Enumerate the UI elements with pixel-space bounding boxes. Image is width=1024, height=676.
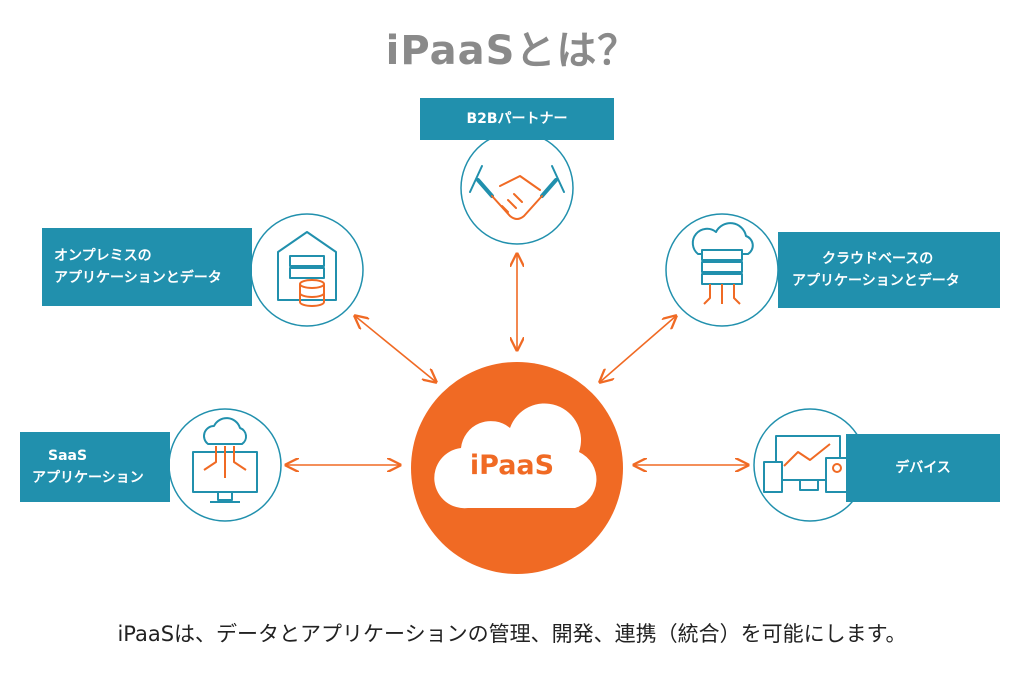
hub-label: iPaaS — [469, 450, 555, 481]
onprem-label-line1: オンプレミスの — [54, 248, 152, 264]
cloud-label-line1: クラウドベースの — [822, 251, 934, 267]
cloud-server-icon — [691, 222, 754, 305]
connector-cloud — [600, 316, 676, 382]
cloud-monitor-icon — [192, 417, 258, 503]
handshake-icon — [469, 165, 565, 220]
connector-onprem — [355, 316, 436, 382]
hub-cloud-icon — [434, 403, 597, 509]
cloud-label-line2: アプリケーションとデータ — [792, 273, 960, 289]
cloud-circle — [665, 213, 779, 327]
b2b-circle — [460, 131, 574, 245]
caption: iPaaSは、データとアプリケーションの管理、開発、連携（統合）を可能にします。 — [117, 622, 907, 646]
page-title: iPaaSとは？ — [385, 28, 639, 74]
building-server-database-icon — [277, 231, 337, 307]
onprem-label-line2: アプリケーションとデータ — [54, 270, 222, 286]
onprem-label: オンプレミスの アプリケーションとデータ — [42, 228, 252, 306]
cloud-label: クラウドベースの アプリケーションとデータ — [778, 232, 1000, 308]
devices-label-text: デバイス — [895, 460, 951, 476]
saas-label-line2: アプリケーション — [32, 470, 144, 486]
saas-label: SaaS アプリケーション — [20, 432, 170, 502]
devices-icon — [763, 435, 849, 493]
saas-label-line1: SaaS — [48, 448, 88, 464]
b2b-label: B2Bパートナー — [420, 98, 614, 140]
b2b-label-text: B2Bパートナー — [466, 111, 568, 127]
onprem-circle — [250, 213, 364, 327]
devices-label: デバイス — [846, 434, 1000, 502]
